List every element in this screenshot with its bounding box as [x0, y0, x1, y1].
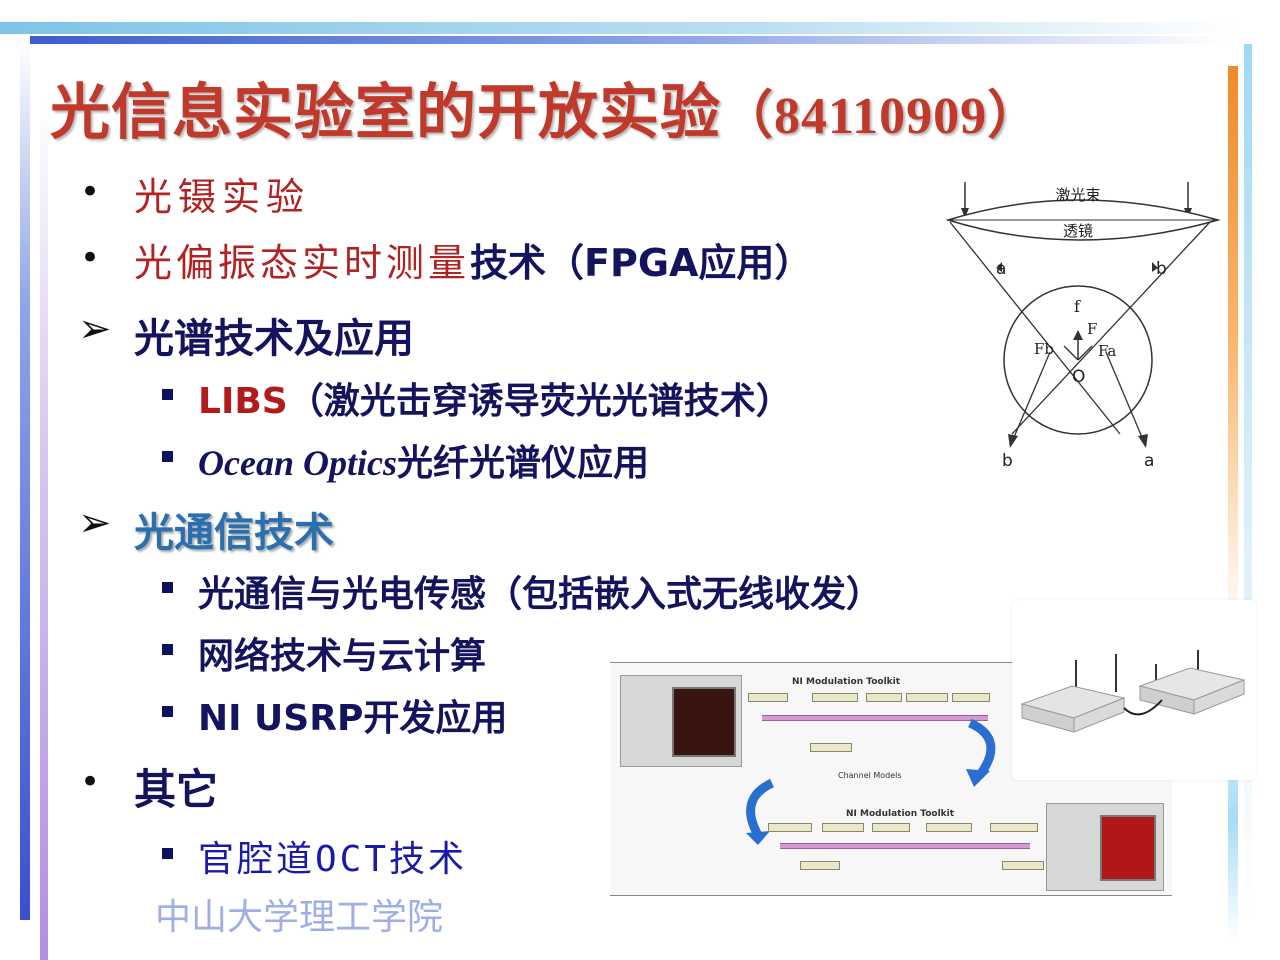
- bullet-dot: •: [80, 172, 101, 212]
- ray-label-a-top: a: [996, 259, 1006, 279]
- block: [748, 693, 788, 702]
- center-label-O: O: [1072, 367, 1085, 387]
- block: [866, 693, 902, 702]
- arrow-bullet-icon: ➢: [78, 306, 112, 352]
- right-accent-bar-orange: [1228, 66, 1238, 626]
- right-accent-bar: [1244, 44, 1252, 924]
- top-accent-bar-2: [30, 36, 1230, 44]
- square-bullet: [162, 389, 173, 400]
- libs-rest-text: （激光击穿诱导荧光光谱技术）: [287, 381, 792, 422]
- slide-title: 光信息实验室的开放实验（84110909）: [50, 64, 1040, 151]
- channel-models-label: Channel Models: [838, 771, 902, 780]
- flow-arrow-up-icon: [746, 778, 775, 845]
- optical-tweezers-diagram: 激光束 透镜 a b f F Fb Fa O b a: [945, 182, 1221, 471]
- bullet-dot: •: [80, 762, 101, 802]
- block: [1002, 861, 1044, 870]
- item-tweezers: 光镊实验: [134, 175, 311, 219]
- beam-label: 激光束: [1055, 186, 1100, 204]
- constellation-display-right: [1100, 815, 1156, 881]
- ocean-rest-text: 光纤光谱仪应用: [396, 443, 649, 484]
- block: [906, 693, 948, 702]
- block: [990, 823, 1038, 832]
- square-bullet: [162, 582, 173, 593]
- signal-wire: [762, 715, 988, 721]
- lens-label: 透镜: [1063, 222, 1093, 240]
- footer-institution: 中山大学理工学院: [155, 897, 444, 938]
- item-ni-usrp: NI USRP开发应用: [198, 698, 508, 739]
- item-libs: LIBS（激光击穿诱导荧光光谱技术）: [198, 372, 792, 424]
- block: [812, 693, 858, 702]
- ocean-italic-text: Ocean Optics: [198, 443, 397, 483]
- block: [800, 861, 840, 870]
- item-spectrum: 光谱技术及应用: [134, 316, 414, 362]
- block: [952, 693, 990, 702]
- item-polarization: 光偏振态实时测量技术（FPGA应用）: [134, 232, 812, 287]
- constellation-display-left: [672, 687, 736, 757]
- square-bullet: [162, 451, 173, 462]
- title-phone: （84110909）: [721, 88, 1041, 145]
- block: [926, 823, 972, 832]
- ray-label-a-bottom: a: [1144, 451, 1154, 471]
- block: [872, 823, 910, 832]
- arrow-bullet-icon: ➢: [78, 500, 112, 546]
- libs-bold-text: LIBS: [198, 381, 288, 422]
- signal-wire: [780, 843, 1030, 849]
- item-ocean-optics: Ocean Optics光纤光谱仪应用: [198, 434, 649, 486]
- block: [810, 743, 852, 752]
- force-label-Fb: Fb: [1034, 340, 1054, 358]
- focus-label-f: f: [1074, 297, 1081, 316]
- ray-label-b-top: b: [1156, 259, 1167, 279]
- left-accent-bar-2: [40, 100, 48, 960]
- force-label-Fa: Fa: [1098, 342, 1116, 360]
- top-accent-bar: [0, 22, 1240, 34]
- bullet-dot: •: [80, 238, 101, 278]
- item-others: 其它: [134, 765, 219, 814]
- item-oct: 官腔道OCT技术: [198, 839, 468, 880]
- left-accent-bar: [20, 40, 30, 920]
- usrp-devices-photo: [1012, 600, 1256, 780]
- square-bullet: [162, 706, 173, 717]
- flow-arrow-down-icon: [966, 719, 996, 787]
- square-bullet: [162, 848, 173, 859]
- item-optical-comm: 光通信技术: [134, 510, 334, 556]
- polarization-red-text: 光偏振态实时测量: [134, 241, 471, 285]
- block: [768, 823, 812, 832]
- right-accent-bar-3: [1228, 640, 1238, 940]
- item-network-cloud: 网络技术与云计算: [198, 636, 487, 677]
- ray-label-b-bottom: b: [1002, 451, 1013, 471]
- toolkit-title-bottom: NI Modulation Toolkit: [846, 809, 955, 819]
- item-optcomm-sensing: 光通信与光电传感（包括嵌入式无线收发）: [198, 574, 883, 615]
- square-bullet: [162, 644, 173, 655]
- force-label-F: F: [1087, 320, 1097, 338]
- toolkit-title-top: NI Modulation Toolkit: [792, 677, 901, 687]
- title-main: 光信息实验室的开放实验: [50, 78, 721, 148]
- block: [822, 823, 864, 832]
- polarization-rest-text: 技术（FPGA应用）: [470, 241, 813, 285]
